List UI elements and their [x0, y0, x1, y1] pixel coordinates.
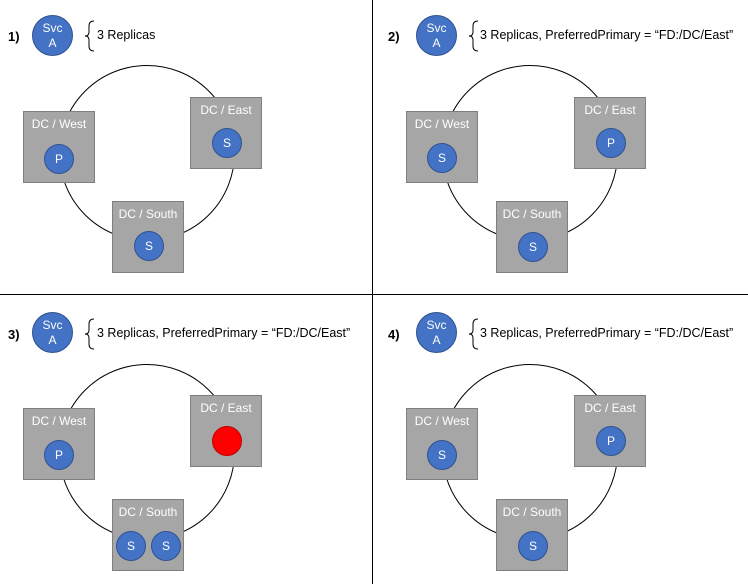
- step-number: 2): [388, 29, 400, 44]
- replica-secondary: S: [212, 128, 242, 158]
- service-description: 3 Replicas, PreferredPrimary = “FD:/DC/E…: [480, 326, 734, 340]
- node-dc-south: DC / South S: [496, 201, 568, 273]
- node-label: DC / South: [118, 207, 178, 221]
- replica-secondary: S: [116, 531, 146, 561]
- replica-secondary: S: [134, 231, 164, 261]
- replica-primary: P: [596, 426, 626, 456]
- service-circle: Svc A: [416, 312, 457, 353]
- service-description: 3 Replicas: [97, 28, 156, 42]
- service-name: Svc: [42, 20, 63, 35]
- service-description: 3 Replicas, PreferredPrimary = “FD:/DC/E…: [97, 326, 351, 340]
- replica-secondary: S: [427, 440, 457, 470]
- service-name: Svc: [42, 317, 63, 332]
- node-label: DC / West: [31, 414, 87, 428]
- service-id: A: [432, 35, 441, 50]
- brace-icon: [84, 20, 95, 52]
- node-label: DC / South: [502, 207, 562, 221]
- service-name: Svc: [426, 317, 447, 332]
- service-circle: Svc A: [416, 15, 457, 56]
- panel-4: 4) Svc A 3 Replicas, PreferredPrimary = …: [374, 296, 748, 588]
- replica-secondary: S: [518, 531, 548, 561]
- service-id: A: [432, 332, 441, 347]
- node-dc-east: DC / East S: [190, 97, 262, 169]
- replica-secondary: S: [518, 232, 548, 262]
- node-dc-west: DC / West S: [406, 111, 478, 183]
- replica-secondary: S: [151, 531, 181, 561]
- service-id: A: [48, 35, 57, 50]
- replica-secondary: S: [427, 143, 457, 173]
- vertical-divider: [372, 0, 373, 584]
- panel-2: 2) Svc A 3 Replicas, PreferredPrimary = …: [374, 0, 748, 292]
- replica-primary: P: [44, 440, 74, 470]
- step-number: 1): [8, 29, 20, 44]
- node-dc-east: DC / East P: [574, 395, 646, 467]
- node-dc-south: DC / South S S: [112, 499, 184, 571]
- service-description: 3 Replicas, PreferredPrimary = “FD:/DC/E…: [480, 28, 734, 42]
- node-label: DC / East: [584, 401, 636, 415]
- node-dc-east: DC / East P: [574, 97, 646, 169]
- node-dc-west: DC / West P: [23, 111, 95, 183]
- panel-1: 1) Svc A 3 Replicas DC / West P DC / Eas…: [0, 0, 374, 292]
- horizontal-divider: [0, 294, 748, 295]
- service-id: A: [48, 332, 57, 347]
- step-number: 4): [388, 327, 400, 342]
- node-label: DC / West: [414, 414, 470, 428]
- node-label: DC / South: [118, 505, 178, 519]
- node-dc-east: DC / East: [190, 395, 262, 467]
- node-dc-south: DC / South S: [496, 499, 568, 571]
- node-label: DC / South: [502, 505, 562, 519]
- replica-primary: P: [44, 144, 74, 174]
- panel-3: 3) Svc A 3 Replicas, PreferredPrimary = …: [0, 296, 374, 588]
- node-label: DC / East: [200, 103, 252, 117]
- node-label: DC / East: [200, 401, 252, 415]
- service-circle: Svc A: [32, 15, 73, 56]
- service-name: Svc: [426, 20, 447, 35]
- node-dc-south: DC / South S: [112, 201, 184, 273]
- brace-icon: [468, 318, 479, 350]
- node-dc-west: DC / West P: [23, 408, 95, 480]
- node-label: DC / East: [584, 103, 636, 117]
- node-label: DC / West: [31, 117, 87, 131]
- brace-icon: [468, 20, 479, 52]
- replica-primary: P: [596, 128, 626, 158]
- node-dc-west: DC / West S: [406, 408, 478, 480]
- service-circle: Svc A: [32, 312, 73, 353]
- failed-node-marker: [212, 426, 242, 456]
- node-label: DC / West: [414, 117, 470, 131]
- brace-icon: [84, 318, 95, 350]
- step-number: 3): [8, 327, 20, 342]
